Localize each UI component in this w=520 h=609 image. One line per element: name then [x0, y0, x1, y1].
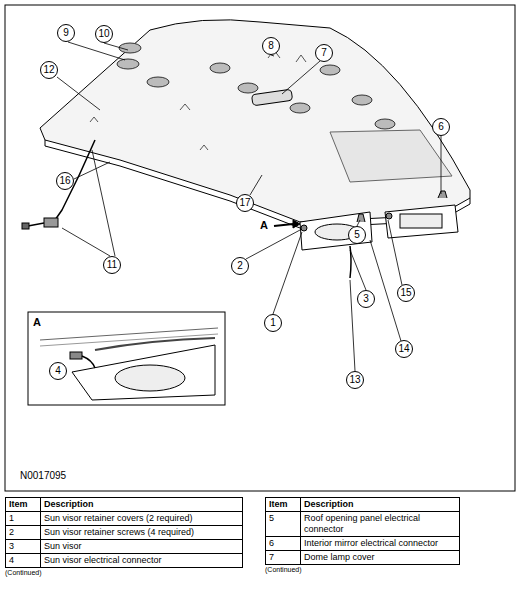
callout-number: 6 [432, 118, 450, 136]
view-label: A [260, 219, 268, 231]
detail-connector [70, 352, 82, 359]
callout-number: 2 [231, 257, 249, 275]
view-arrow [274, 224, 293, 226]
roof-opening-connector [357, 214, 365, 222]
table-cell: 1 [9, 513, 14, 523]
callout-number: 10 [95, 25, 113, 43]
table-cell: 5 [269, 513, 274, 523]
table-cell: Roof opening panel electrical connector [304, 513, 420, 534]
callout-number: 15 [397, 284, 415, 302]
sun-visor-right [385, 205, 458, 238]
callout-number: 3 [357, 290, 375, 308]
wire-harness [55, 140, 95, 220]
roof-opening [330, 130, 452, 182]
table-cell: 2 [9, 527, 14, 537]
item-table: Item Description 1 Sun visor retainer cover… [5, 497, 243, 568]
table-cell: Sun visor retainer covers (2 required) [44, 513, 193, 523]
table-cell: Description [304, 499, 354, 509]
dome-lamp-cover [251, 89, 292, 105]
headliner [40, 20, 470, 222]
view-label: A [33, 316, 41, 328]
table-cell: Dome lamp cover [304, 552, 375, 562]
detail-frame [28, 312, 225, 405]
callout-number: 14 [395, 340, 413, 358]
table-cell: 3 [9, 541, 14, 551]
table-cell: Item [269, 499, 288, 509]
callout-number: 4 [49, 362, 67, 380]
table-cell: Sun visor [44, 541, 82, 551]
harness-connector [44, 218, 58, 227]
callout-number: 5 [348, 226, 366, 244]
callout-number: 12 [40, 61, 58, 79]
continued-note: (Continued) [265, 566, 302, 573]
table-cell: 6 [269, 538, 274, 548]
table-cell: 4 [9, 555, 14, 565]
callout-number: 1 [264, 314, 282, 332]
item-table: Item Description 5 Roof opening panel elect… [265, 497, 460, 565]
callout-number: 9 [57, 24, 75, 42]
table-cell: 7 [269, 552, 274, 562]
detail-sun-visor [72, 345, 215, 400]
figure-frame [5, 5, 515, 491]
table-cell: Sun visor retainer screws (4 required) [44, 527, 194, 537]
speaker-openings [117, 43, 395, 129]
callout-number: 16 [56, 172, 74, 190]
callout-number: 8 [262, 37, 280, 55]
sun-visor-left [300, 212, 372, 250]
table-cell: Interior mirror electrical connector [304, 538, 438, 548]
table-cell: Sun visor electrical connector [44, 555, 162, 565]
callout-number: 17 [236, 194, 254, 212]
mirror-connector [438, 191, 447, 198]
callout-number: 7 [315, 44, 333, 62]
figure-code: N0017095 [20, 470, 66, 481]
table-cell: Item [9, 499, 28, 509]
table-cell: Description [44, 499, 94, 509]
continued-note: (Continued) [5, 569, 42, 576]
callout-number: 13 [346, 371, 364, 389]
callout-number: 11 [103, 256, 121, 274]
